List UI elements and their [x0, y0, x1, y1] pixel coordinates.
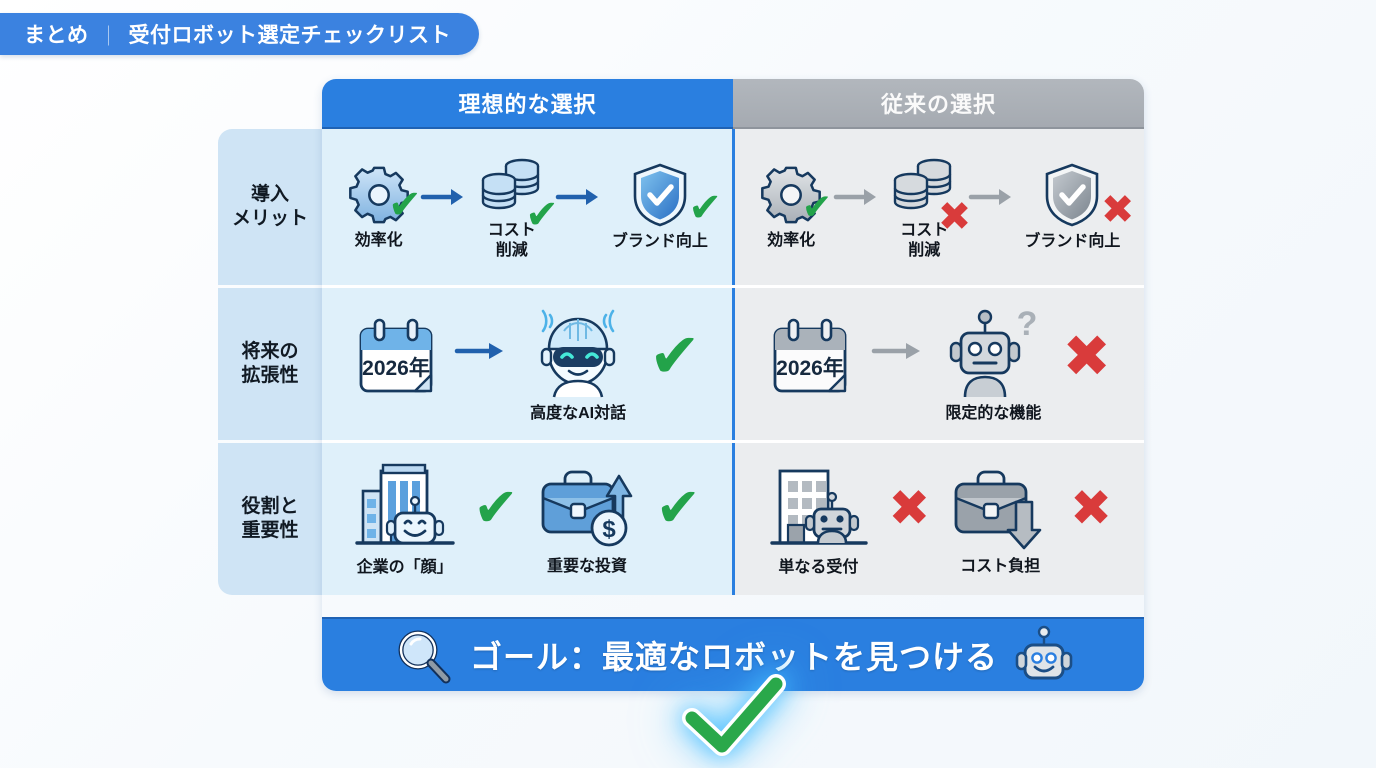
briefcase-down-icon: [948, 462, 1052, 552]
page-title-badge: まとめ ｜ 受付ロボット選定チェックリスト: [0, 13, 479, 55]
row-label-role: 役割と 重要性: [218, 443, 322, 595]
item-caption: 企業の「顔」: [356, 558, 453, 576]
cell-role-traditional: 単なる受付 ✖ コスト負担: [734, 443, 1144, 595]
item-caption: 効率化: [767, 231, 816, 249]
item-caption: 重要な投資: [547, 557, 628, 575]
item-caption: コスト 削減: [487, 222, 536, 259]
item-basic-robot-traditional: ? 限定的な機能: [943, 305, 1043, 423]
row-label-benefits: 導入 メリット: [218, 129, 322, 285]
item-shield-ideal: ✔ ブランド向上: [611, 163, 722, 251]
title-main: まとめ: [24, 24, 89, 47]
item-ai-robot-ideal: 高度なAI対話: [524, 305, 632, 423]
calendar-year-text: 2026年: [362, 356, 430, 380]
status-check-icon: ✔: [655, 478, 701, 538]
status-cross-icon: ✖: [1062, 324, 1111, 389]
calendar-icon: 2026年: [353, 315, 439, 401]
status-check-icon: ✔: [473, 478, 519, 538]
building-robot-icon: [766, 461, 870, 553]
cell-scalability-traditional: 2026年: [734, 288, 1144, 440]
svg-text:?: ?: [1017, 305, 1038, 343]
flow-arrow-icon: [455, 340, 507, 362]
item-briefcase-ideal: $ 重要な投資: [535, 462, 639, 576]
column-header-ideal: 理想的な選択: [322, 79, 733, 129]
item-coins-traditional: ✖ コスト 削減: [889, 154, 971, 259]
matrix-grid: 理想的な選択 従来の選択: [322, 79, 1144, 691]
status-cross-icon: ✖: [1070, 480, 1113, 536]
item-caption: 単なる受付: [778, 558, 859, 576]
status-cross-icon: ✖: [888, 480, 931, 536]
table-row: 2026年: [322, 285, 1144, 440]
status-check-icon: ✔: [648, 322, 701, 391]
item-calendar-traditional: 2026年: [767, 315, 853, 401]
column-header-traditional: 従来の選択: [733, 79, 1144, 129]
item-caption: コスト負担: [960, 557, 1041, 575]
basic-robot-question-icon: ?: [943, 305, 1043, 399]
item-caption: 高度なAI対話: [530, 404, 627, 422]
magnifier-icon: [394, 626, 452, 684]
item-calendar-ideal: 2026年: [353, 315, 439, 401]
coins-icon: [477, 154, 547, 216]
robot-head-icon: [1015, 625, 1073, 684]
item-caption: ブランド向上: [1024, 232, 1121, 250]
flow-arrow-icon: [872, 340, 924, 362]
item-gear-traditional: ✔ 効率化: [758, 164, 832, 250]
flow-arrow-icon: [420, 186, 467, 208]
cell-benefits-traditional: ✔ 効率化: [734, 129, 1144, 285]
item-caption: ブランド向上: [611, 232, 708, 250]
item-briefcase-traditional: コスト負担: [948, 462, 1052, 576]
row-label-scalability: 将来の 拡張性: [218, 288, 322, 440]
row-label-role-line1: 役割と: [241, 495, 299, 517]
coins-icon: [889, 154, 959, 216]
calendar-year-text: 2026年: [777, 356, 845, 380]
ai-robot-icon: [524, 305, 632, 399]
cell-benefits-ideal: ✔ 効率化: [322, 129, 735, 285]
item-building-robot-ideal: 企業の「顔」: [353, 461, 457, 577]
item-caption: 限定的な機能: [945, 404, 1042, 422]
row-label-benefits-line1: 導入: [250, 183, 289, 205]
goal-banner: ゴール：最適なロボットを見つける: [322, 617, 1144, 691]
comparison-matrix: 導入 メリット 将来の 拡張性 役割と 重要性 理想的な選択 従来の選択: [218, 79, 1144, 691]
goal-text: ゴール：最適なロボットを見つける: [469, 639, 998, 675]
svg-text:$: $: [602, 516, 616, 543]
flow-arrow-icon: [968, 186, 1015, 208]
big-check-icon: [680, 672, 790, 762]
title-divider: ｜: [98, 25, 119, 48]
item-building-robot-traditional: 単なる受付: [766, 461, 870, 577]
building-robot-icon: [353, 461, 457, 553]
item-shield-traditional: ✖ ブランド向上: [1024, 163, 1134, 251]
cell-scalability-ideal: 2026年: [322, 288, 735, 440]
status-cross-icon: ✖: [1100, 188, 1135, 233]
matrix-header-row: 理想的な選択 従来の選択: [322, 79, 1144, 129]
flow-arrow-icon: [556, 186, 602, 208]
matrix-body: ✔ 効率化: [322, 129, 1144, 619]
table-row: ✔ 効率化: [322, 129, 1144, 285]
item-coins-ideal: ✔ コスト 削減: [477, 154, 559, 259]
item-caption: コスト 削減: [900, 222, 949, 259]
shield-check-icon: [1043, 163, 1101, 227]
gear-icon: [346, 164, 412, 226]
row-label-column: 導入 メリット 将来の 拡張性 役割と 重要性: [218, 129, 322, 659]
row-label-benefits-line2: メリット: [231, 208, 308, 229]
row-label-scalability-line1: 将来の: [241, 340, 299, 362]
item-gear-ideal: ✔ 効率化: [346, 164, 422, 250]
shield-check-icon: [631, 163, 689, 227]
title-sub: 受付ロボット選定チェックリスト: [128, 24, 451, 47]
table-row: 企業の「顔」 ✔: [322, 440, 1144, 595]
item-caption: 効率化: [354, 231, 403, 249]
flow-arrow-icon: [833, 186, 880, 208]
row-label-scalability-line2: 拡張性: [241, 365, 299, 386]
briefcase-up-dollar-icon: $: [535, 462, 639, 552]
gear-icon: [758, 164, 824, 226]
status-check-icon: ✔: [688, 186, 722, 231]
cell-role-ideal: 企業の「顔」 ✔: [322, 443, 735, 595]
calendar-icon: 2026年: [767, 315, 853, 401]
row-label-role-line2: 重要性: [241, 520, 299, 541]
